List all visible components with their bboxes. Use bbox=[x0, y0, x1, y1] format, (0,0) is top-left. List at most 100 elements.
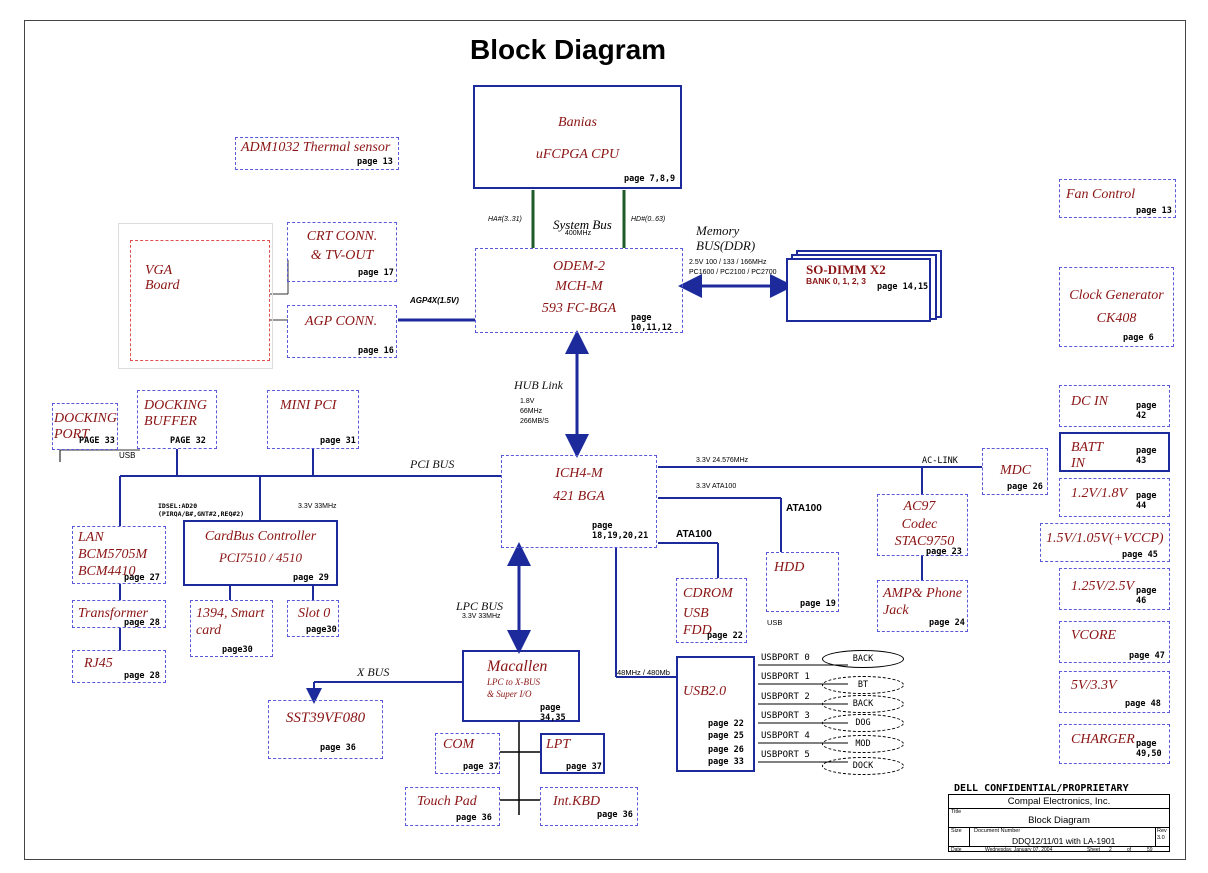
mch-page-num: 10,11,12 bbox=[631, 323, 672, 333]
ich-page-num: 18,19,20,21 bbox=[592, 531, 649, 541]
pci-bus-label: PCI BUS bbox=[410, 457, 455, 471]
cardbus-line1: CardBus Controller bbox=[204, 529, 317, 544]
ac97-block bbox=[877, 494, 968, 556]
usb-port-4: USBPORT 4 bbox=[761, 731, 810, 741]
ata100-hdd-label: ATA100 bbox=[786, 503, 822, 514]
com-page: page 37 bbox=[463, 762, 499, 772]
usb2-page2: page 25 bbox=[708, 731, 744, 741]
usb2-page3: page 26 bbox=[708, 745, 744, 755]
of-label: of bbox=[1127, 847, 1132, 853]
transformer-name: Transformer bbox=[78, 606, 149, 621]
ac97-line1: AC97 bbox=[903, 499, 936, 514]
cardbus-page: page 29 bbox=[293, 573, 329, 583]
ata100-cdrom-label: ATA100 bbox=[676, 529, 712, 540]
v12-page-num: 44 bbox=[1136, 501, 1147, 511]
memory-speed2: PC1600 / PC2100 / PC2700 bbox=[689, 269, 777, 276]
slot0-name: Slot 0 bbox=[298, 606, 331, 621]
mdc-block bbox=[982, 448, 1048, 495]
dcin-block bbox=[1059, 385, 1170, 427]
rj45-page: page 28 bbox=[124, 671, 160, 681]
sheet-number: 2 bbox=[1109, 847, 1112, 853]
sst-block bbox=[268, 700, 383, 759]
v12-page-label: page bbox=[1136, 491, 1157, 501]
crt-page: page 17 bbox=[358, 268, 394, 278]
usb2-page1: page 22 bbox=[708, 719, 744, 729]
v125-block bbox=[1059, 568, 1170, 610]
pci-speed: 3.3V 33MHz bbox=[298, 503, 337, 510]
vcore-name: VCORE bbox=[1071, 628, 1117, 643]
dcin-page-num: 42 bbox=[1136, 411, 1147, 421]
memory-label2: BUS(DDR) bbox=[696, 238, 756, 253]
cpu-page: page 7,8,9 bbox=[624, 174, 676, 184]
usb-port-5: USBPORT 5 bbox=[761, 750, 810, 760]
vga-line2: Board bbox=[145, 278, 180, 293]
usb-target-3: DOG bbox=[822, 714, 904, 732]
clock-line1: Clock Generator bbox=[1069, 288, 1164, 303]
vga-board-block bbox=[130, 240, 270, 361]
total-sheets: 59 bbox=[1147, 847, 1153, 853]
usb2-page4: page 33 bbox=[708, 757, 744, 767]
sodimm-name: SO-DIMM X2 bbox=[806, 262, 886, 277]
slot0-block bbox=[287, 600, 339, 637]
transformer-block bbox=[72, 600, 166, 628]
usb2-name: USB2.0 bbox=[683, 684, 727, 699]
usb-port-1: USBPORT 1 bbox=[761, 672, 810, 682]
macallen-line2: LPC to X-BUS bbox=[487, 677, 540, 687]
mch-page-label: page bbox=[631, 313, 652, 323]
hub-spec1: 1.8V bbox=[520, 398, 535, 405]
lpc-speed: 3.3V 33MHz bbox=[462, 613, 501, 620]
ich-block bbox=[501, 455, 657, 548]
docking-port-page: PAGE 33 bbox=[79, 436, 115, 446]
smartcard-block bbox=[190, 600, 273, 657]
kbd-block bbox=[540, 787, 638, 826]
sodimm-bank: BANK 0, 1, 2, 3 bbox=[806, 276, 866, 286]
mdc-name: MDC bbox=[1000, 463, 1032, 478]
fan-page: page 13 bbox=[1136, 206, 1172, 216]
clock-block bbox=[1059, 267, 1174, 347]
amp-page: page 24 bbox=[929, 618, 965, 628]
docking-port-line1: DOCKING bbox=[54, 411, 118, 426]
lpt-page: page 37 bbox=[566, 762, 602, 772]
cardbus-block bbox=[183, 520, 338, 586]
usb-port-2: USBPORT 2 bbox=[761, 692, 810, 702]
hd-label: HD#(0..63) bbox=[631, 216, 666, 223]
rev-label: Rev bbox=[1157, 828, 1167, 834]
confidential-label: DELL CONFIDENTIAL/PROPRIETARY bbox=[954, 783, 1129, 794]
com-name: COM bbox=[443, 737, 475, 752]
lpt-name: LPT bbox=[546, 737, 571, 752]
mdc-page: page 26 bbox=[1007, 482, 1043, 492]
kbd-page: page 36 bbox=[597, 810, 633, 820]
mini-pci-block bbox=[267, 390, 359, 449]
v5-name: 5V/3.3V bbox=[1071, 678, 1117, 693]
docking-buffer-line2: BUFFER bbox=[144, 414, 197, 429]
lan-line2: BCM5705M bbox=[78, 547, 148, 562]
v15-block bbox=[1040, 523, 1170, 562]
vga-line1: VGA bbox=[145, 263, 173, 278]
docnum-label: Document Number bbox=[974, 828, 1021, 834]
macallen-block bbox=[462, 650, 580, 722]
cpu-name: Banias bbox=[558, 115, 597, 130]
vga-outer bbox=[118, 223, 273, 369]
cpu-type: uFCPGA CPU bbox=[535, 147, 620, 162]
mch-block bbox=[475, 248, 683, 333]
usb-target-2: BACK bbox=[822, 695, 904, 713]
v125-page-label: page bbox=[1136, 586, 1157, 596]
v12-name: 1.2V/1.8V bbox=[1071, 486, 1127, 501]
v5-page: page 48 bbox=[1125, 699, 1161, 709]
ich-line1: ICH4-M bbox=[555, 466, 603, 481]
docking-port-line2: PORT bbox=[54, 427, 89, 442]
usb-target-4: MOD bbox=[822, 735, 904, 753]
ac-link-label: AC-LINK bbox=[922, 456, 958, 466]
system-bus-speed: 400MHz bbox=[565, 230, 592, 237]
agp-page: page 16 bbox=[358, 346, 394, 356]
usb-port-0: USBPORT 0 bbox=[761, 653, 810, 663]
touchpad-block bbox=[405, 787, 500, 826]
dcin-page-label: page bbox=[1136, 401, 1157, 411]
usb-target-0: BACK bbox=[822, 650, 904, 668]
ha-label: HA#(3..31) bbox=[488, 216, 522, 223]
com-block bbox=[435, 733, 500, 774]
cpu-block bbox=[473, 85, 682, 189]
title-block: Compal Electronics, Inc. Title Block Dia… bbox=[948, 794, 1170, 853]
ac97-page: page 23 bbox=[926, 547, 962, 557]
date-label: Date bbox=[951, 847, 962, 853]
